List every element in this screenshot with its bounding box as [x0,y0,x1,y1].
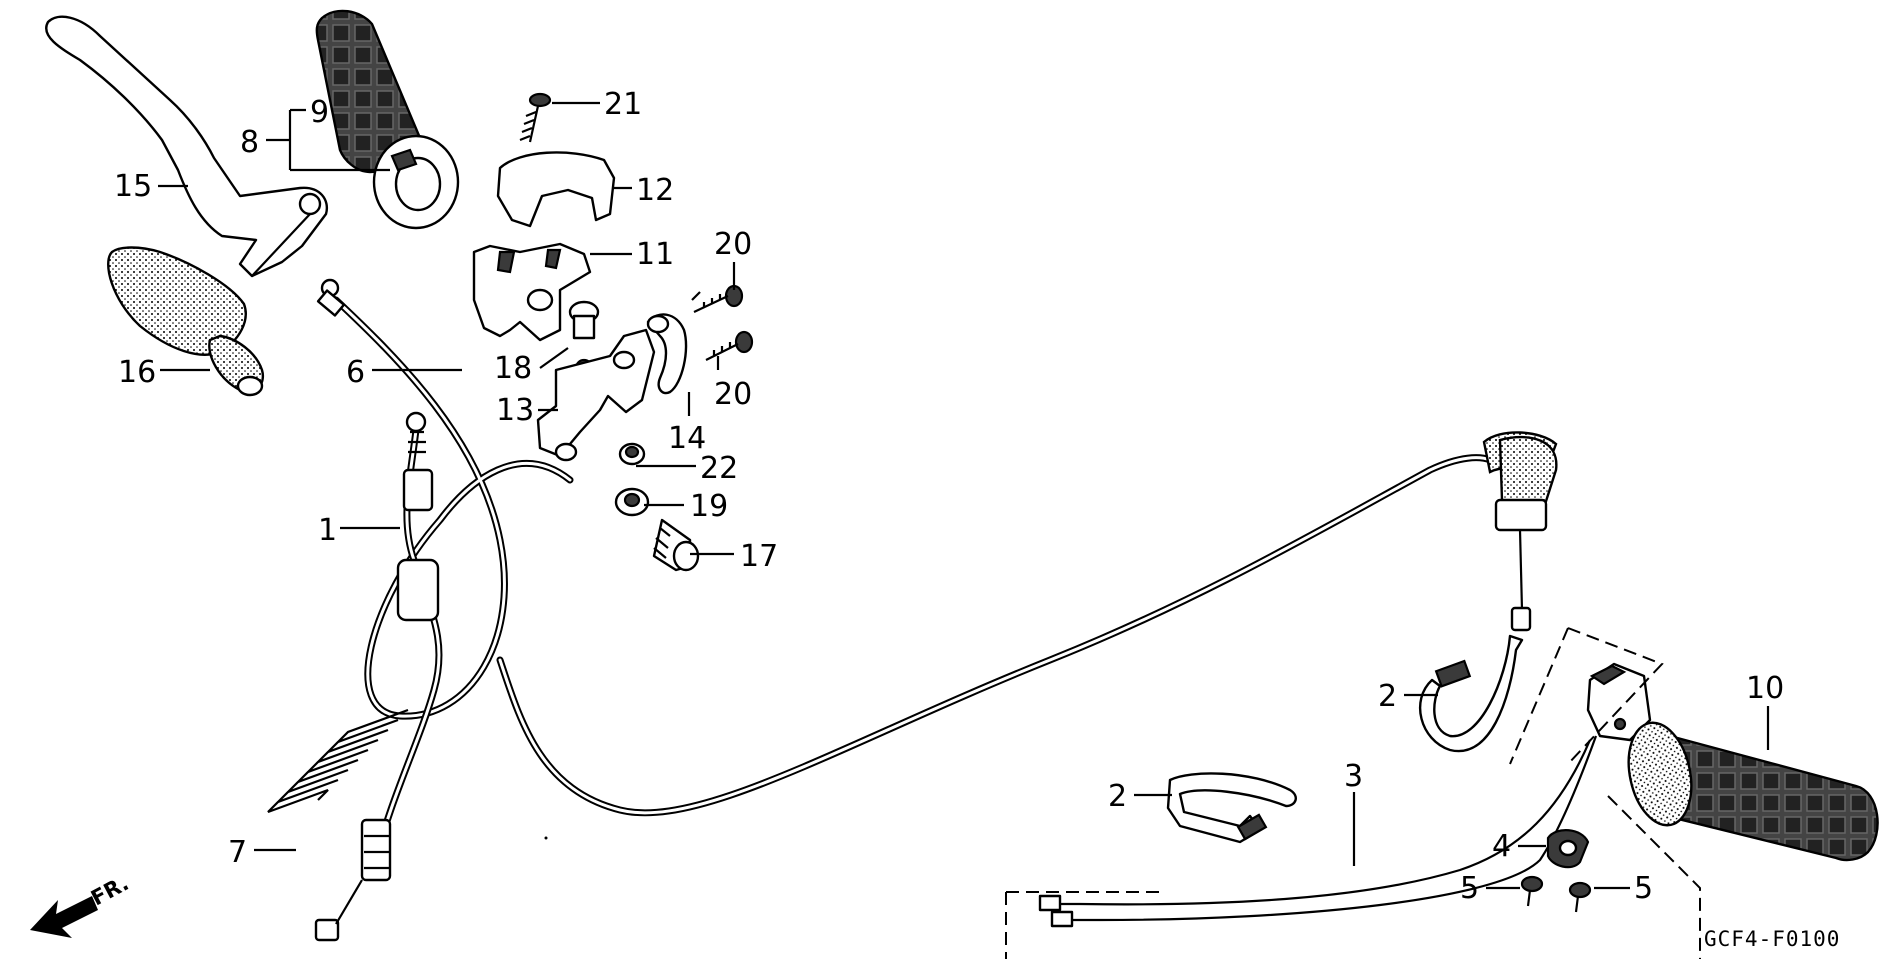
leader-lines [158,101,1770,890]
assembly-outline [1005,627,1701,959]
locknut-19[interactable] [614,487,650,517]
callout-5-left: 5 [1460,871,1479,906]
callout-12: 12 [636,173,674,208]
lever-bracket[interactable] [536,328,656,462]
cable-band-upper[interactable] [1418,634,1524,753]
callout-20-upper: 20 [714,227,752,262]
switch-clamp[interactable] [1546,829,1590,869]
return-spring[interactable] [267,708,409,814]
cable-end-elbow[interactable] [1482,431,1558,632]
lever-cover[interactable] [107,246,265,397]
throttle-cable[interactable] [314,411,443,942]
callout-16: 16 [118,355,156,390]
callout-1: 1 [318,513,337,548]
diagram-code: GCF4-F0100 [1704,927,1840,951]
callout-10: 10 [1746,671,1784,706]
callout-14: 14 [668,421,706,456]
screw-20-upper[interactable] [691,284,744,313]
callout-8: 8 [240,125,259,160]
callout-labels: 1 2 2 3 4 5 5 6 7 8 9 10 11 12 13 14 15 … [114,87,1784,906]
clutch-cable[interactable] [316,278,1494,817]
callout-17: 17 [740,539,778,574]
left-grip[interactable] [1620,717,1879,862]
cable-adjuster[interactable] [652,518,700,572]
callout-9: 9 [310,95,329,130]
callout-2-lower: 2 [1108,779,1127,814]
callout-15: 15 [114,169,152,204]
cable-band-lower[interactable] [1166,772,1297,844]
switch-harness[interactable] [1038,662,1652,928]
callout-21: 21 [604,87,642,122]
throttle-housing[interactable] [472,242,592,342]
throttle-housing-cover[interactable] [496,151,616,228]
callout-11: 11 [636,237,674,272]
callout-2-upper: 2 [1378,679,1397,714]
callout-19: 19 [690,489,728,524]
clutch-lever[interactable] [45,15,329,278]
nut-22[interactable] [618,442,646,466]
callout-18: 18 [494,351,532,386]
screw-5-left[interactable] [1520,875,1544,907]
front-direction-arrow: FR. [30,871,133,938]
callout-4: 4 [1492,829,1511,864]
screw-21[interactable] [519,92,552,143]
screw-20-lower[interactable] [705,330,754,361]
callout-5-right: 5 [1634,871,1653,906]
throttle-grip[interactable] [315,9,460,230]
callout-13: 13 [496,393,534,428]
bracket-clamp[interactable] [646,313,688,395]
screw-5-right[interactable] [1568,881,1592,913]
callout-7: 7 [228,835,247,870]
callout-22: 22 [700,451,738,486]
callout-3: 3 [1344,759,1363,794]
callout-20-lower: 20 [714,377,752,412]
callout-6: 6 [346,355,365,390]
